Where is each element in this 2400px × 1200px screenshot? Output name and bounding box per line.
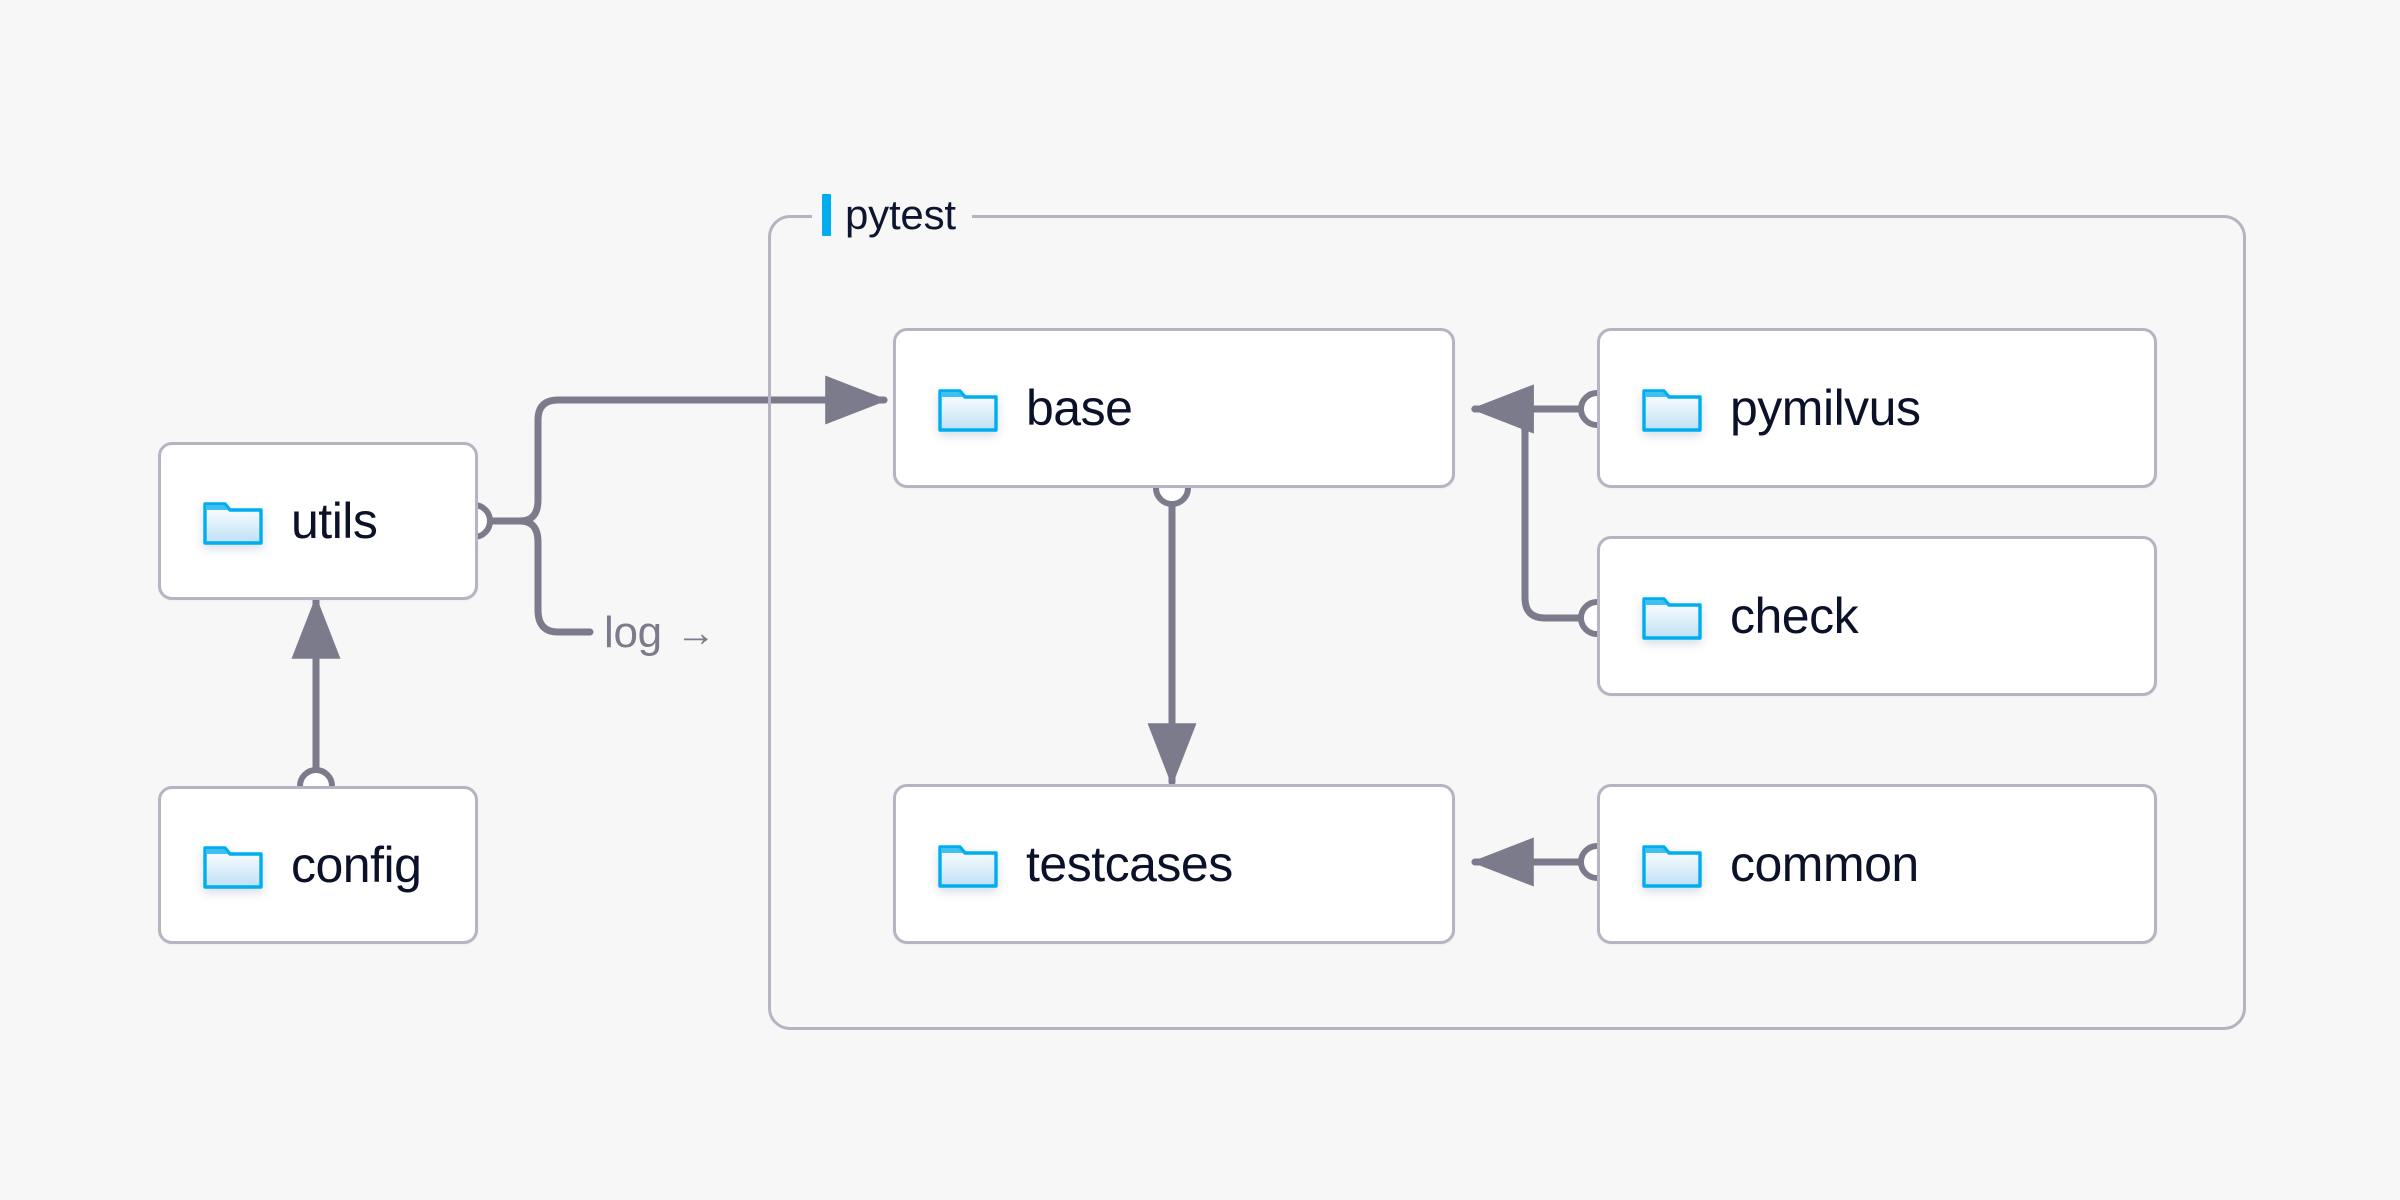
- folder-icon: [203, 495, 263, 547]
- arrow-right-icon: →: [675, 611, 716, 655]
- pytest-group-label: pytest: [812, 188, 972, 242]
- node-label: testcases: [1026, 836, 1233, 892]
- node-base[interactable]: base: [893, 328, 1455, 488]
- node-config[interactable]: config: [158, 786, 478, 944]
- folder-icon: [1642, 382, 1702, 434]
- node-label: pymilvus: [1730, 380, 1921, 436]
- node-label: base: [1026, 380, 1133, 436]
- edge-label-text: log: [604, 608, 662, 657]
- folder-icon: [938, 382, 998, 434]
- folder-icon: [1642, 838, 1702, 890]
- node-pymilvus[interactable]: pymilvus: [1597, 328, 2157, 488]
- node-common[interactable]: common: [1597, 784, 2157, 944]
- node-utils[interactable]: utils: [158, 442, 478, 600]
- node-label: check: [1730, 588, 1859, 644]
- node-label: common: [1730, 836, 1919, 892]
- folder-icon: [203, 839, 263, 891]
- edge-label-log: log →: [604, 608, 716, 658]
- folder-icon: [1642, 590, 1702, 642]
- edge-utils-to-log: [483, 517, 594, 636]
- pytest-group-box: [768, 215, 2246, 1030]
- folder-icon: [938, 838, 998, 890]
- node-testcases[interactable]: testcases: [893, 784, 1455, 944]
- node-label: config: [291, 837, 422, 893]
- node-label: utils: [291, 493, 378, 549]
- group-accent-tick: [822, 194, 831, 236]
- group-label-text: pytest: [845, 191, 956, 238]
- node-check[interactable]: check: [1597, 536, 2157, 696]
